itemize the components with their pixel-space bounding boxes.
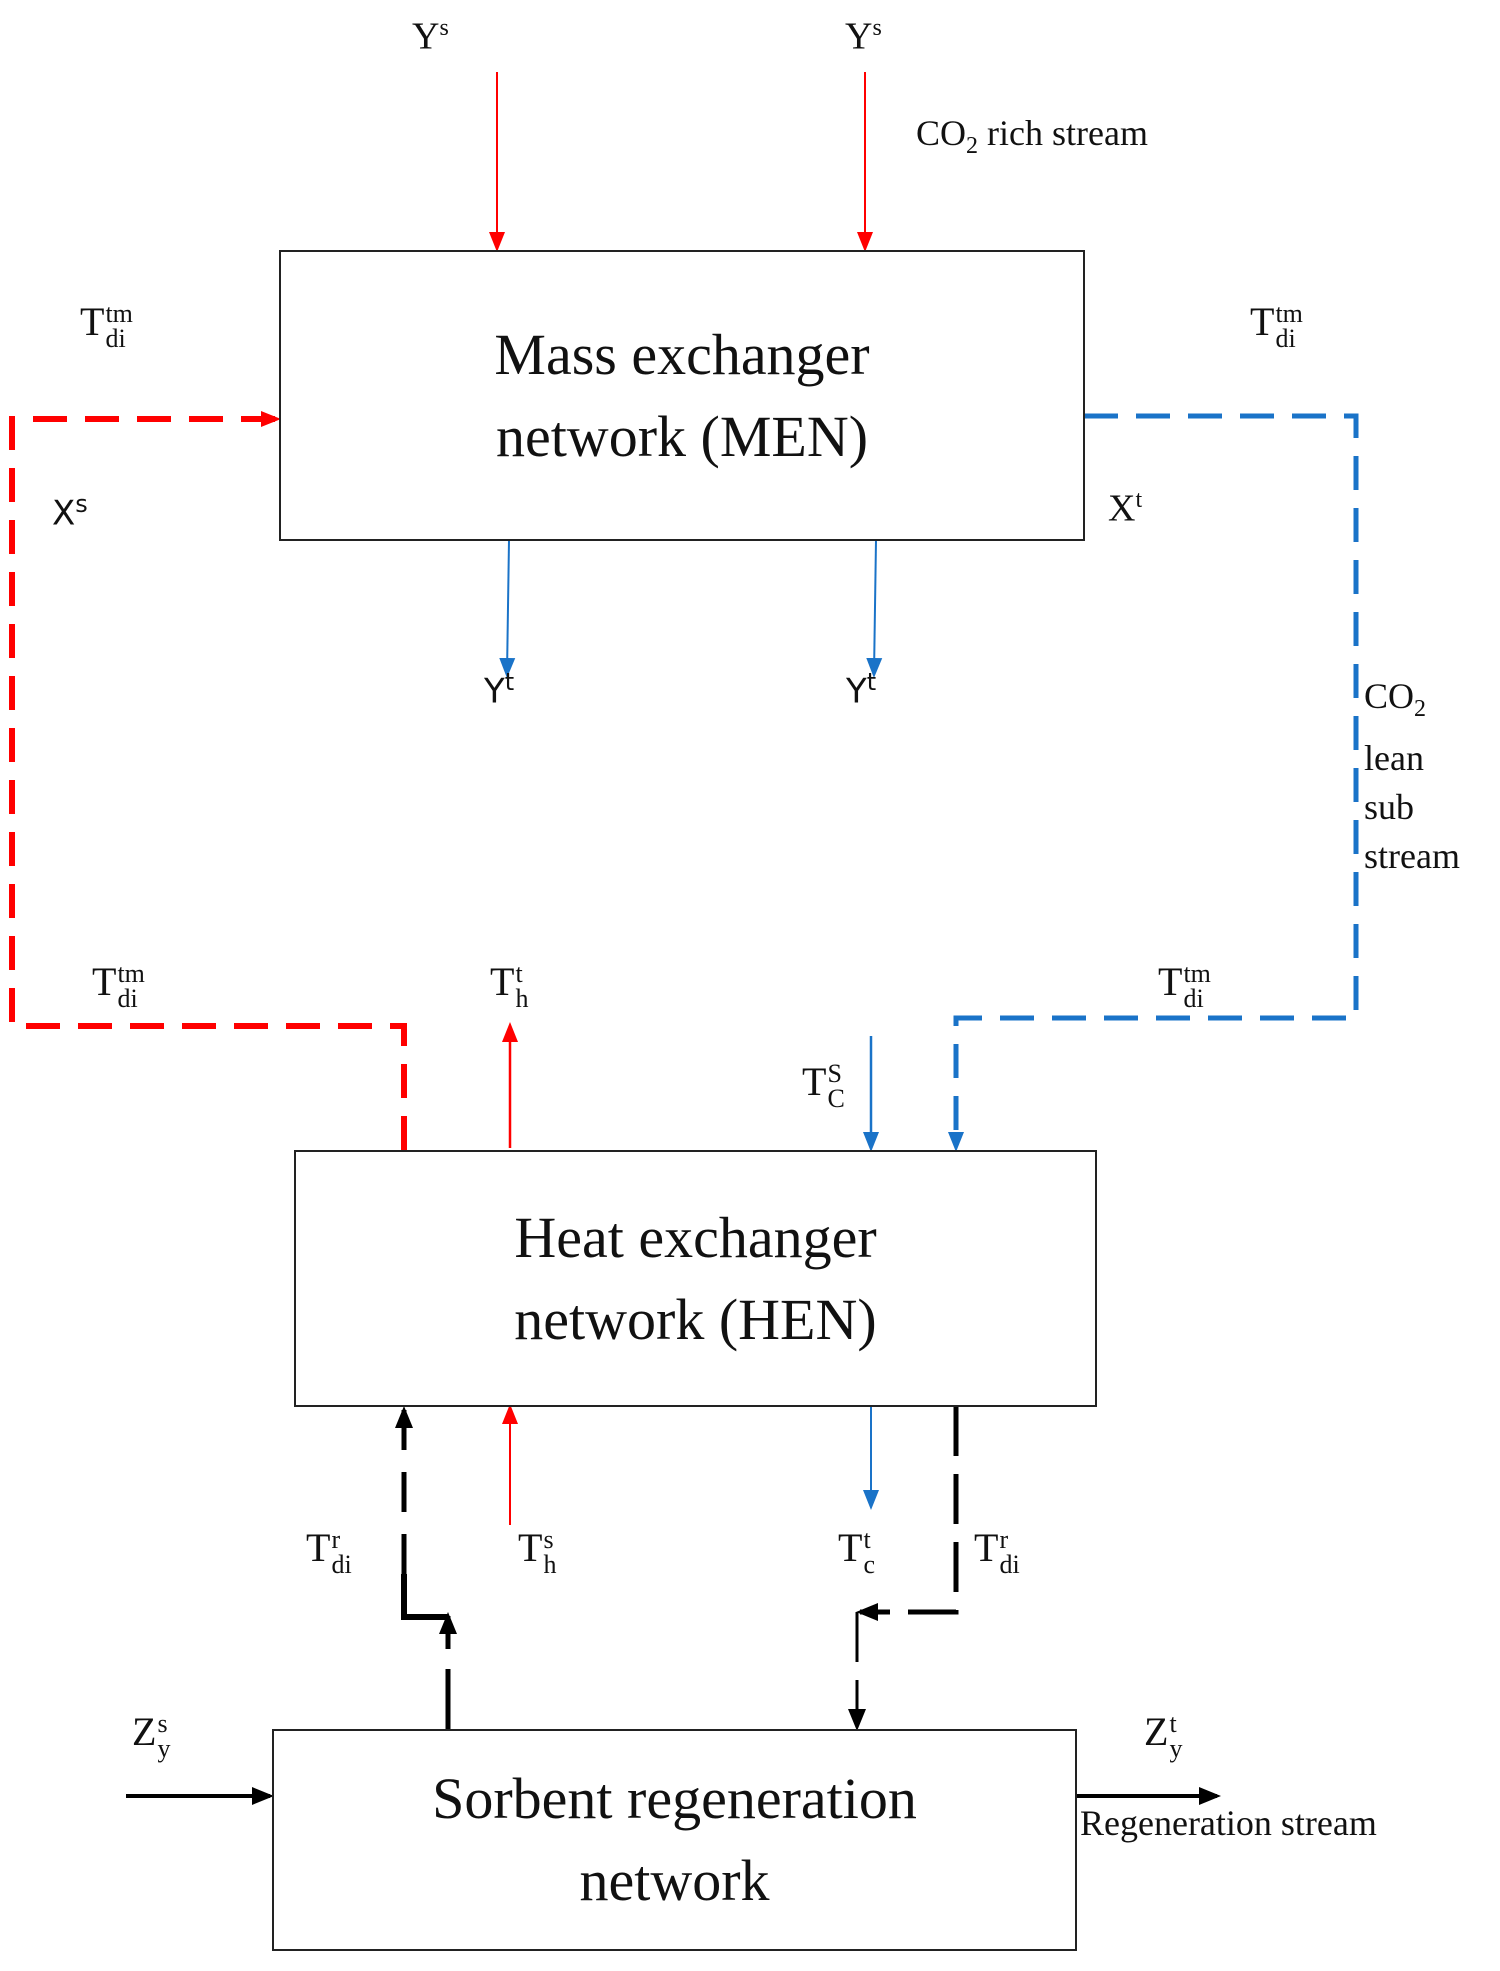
label-xs: Xs [52, 490, 88, 534]
regen-left-step [401, 1574, 448, 1620]
label-regeneration-stream: Regeneration stream [1080, 1803, 1377, 1843]
yt-right-arrow [866, 539, 883, 678]
red-dashed-loop [9, 411, 407, 1150]
label-ys-right: Ys [845, 15, 882, 58]
yt-left-arrow [499, 539, 516, 678]
label-ys-left: Ys [412, 15, 449, 58]
label-yt-left: Yt [484, 668, 515, 712]
blue-dashed-loop [948, 413, 1359, 1152]
hen-title-line1: Heat exchanger [514, 1204, 877, 1270]
hen-box: Heat exchanger network (HEN) [294, 1150, 1097, 1407]
srn-title-line1: Sorbent regeneration [432, 1766, 917, 1831]
label-xt: Xt [1108, 487, 1143, 530]
regen-right-upper [856, 1406, 959, 1621]
srn-box: Sorbent regeneration network [272, 1729, 1077, 1951]
men-title-line1: Mass exchanger [494, 321, 870, 387]
label-co2-lean-sub-stream: CO2 lean sub stream [1364, 676, 1460, 877]
men-title-line2: network (MEN) [495, 403, 869, 469]
hen-title-line2: network (HEN) [514, 1286, 877, 1352]
srn-title-line2: network [579, 1848, 770, 1913]
men-box: Mass exchanger network (MEN) [279, 250, 1085, 541]
label-co2-rich-stream: CO2 rich stream [916, 113, 1148, 160]
label-yt-right: Yt [846, 668, 877, 712]
